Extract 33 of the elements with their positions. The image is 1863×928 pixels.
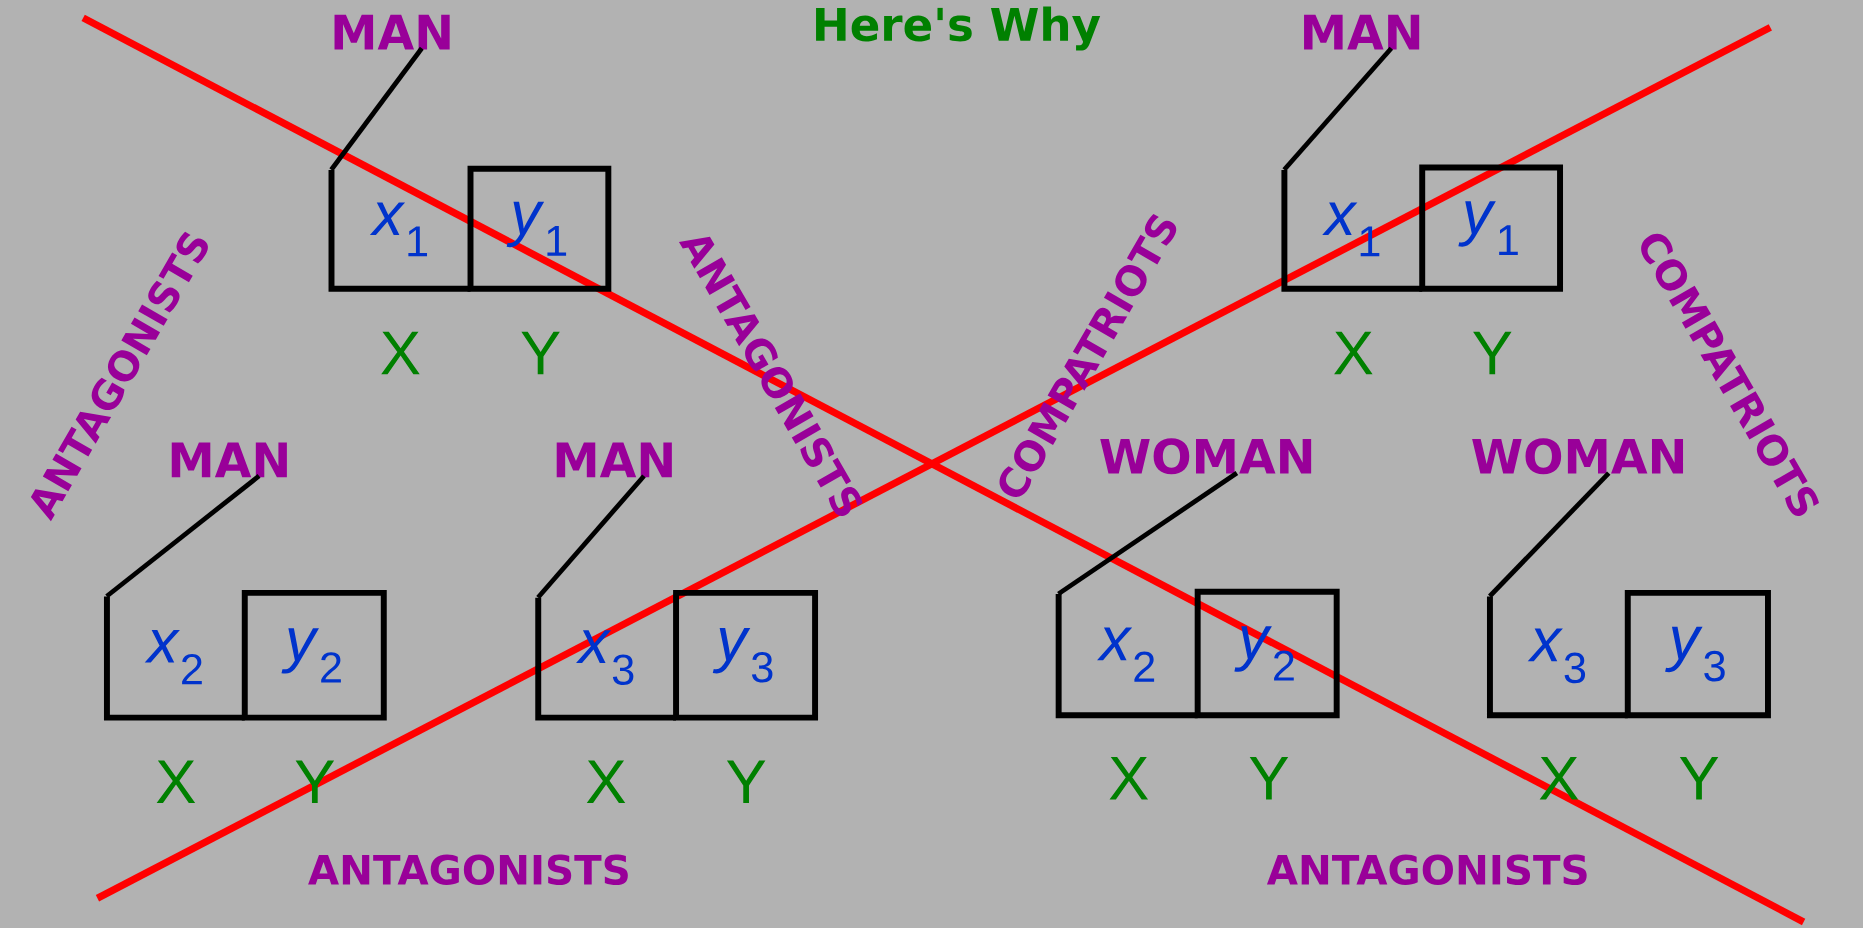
chromosome-letter: X (1109, 757, 1149, 800)
leader-line (329, 46, 424, 172)
relation-label: ANTAGONISTS (1266, 854, 1587, 886)
chromosome-cell: y$_{1}$ (1419, 164, 1563, 292)
sex-label: MAN (1304, 14, 1420, 50)
chromosome-cell: y$_{2}$ (241, 589, 387, 721)
chromosome-letter: Y (726, 760, 766, 804)
leader-line (105, 474, 261, 599)
chromosome-letter: Y (1473, 331, 1512, 375)
chromosome-letter: X (1539, 757, 1579, 800)
chromosome-letter: X (156, 760, 196, 804)
chromosome-letter: Y (1679, 757, 1719, 800)
chromosome-cell: y$_{3}$ (673, 589, 819, 721)
chromosome-letter: Y (1249, 757, 1289, 800)
title: Here's Why (816, 6, 1101, 51)
chromosome-letter: X (1334, 331, 1373, 375)
relation-label: ANTAGONISTS (308, 854, 628, 886)
chromosome-cell: y$_{2}$ (1194, 588, 1340, 719)
leader-line (1057, 471, 1239, 596)
chromosome-cell: y$_{3}$ (1624, 589, 1771, 719)
leader-line (1488, 471, 1611, 598)
sex-label: MAN (556, 442, 672, 478)
chromosome-cell: x$_{1}$ (328, 169, 471, 292)
sex-label: MAN (334, 14, 450, 50)
chromosome-cell: x$_{2}$ (1055, 594, 1198, 719)
chromosome-cell: x$_{2}$ (103, 596, 245, 721)
chromosome-cell: y$_{1}$ (467, 165, 612, 292)
leader-line (1282, 46, 1394, 172)
chromosome-cell: x$_{3}$ (1486, 596, 1628, 719)
chromosome-letter: X (586, 760, 626, 804)
chromosome-letter: X (381, 331, 420, 375)
chromosome-letter: Y (521, 331, 560, 375)
leader-line (536, 474, 646, 600)
